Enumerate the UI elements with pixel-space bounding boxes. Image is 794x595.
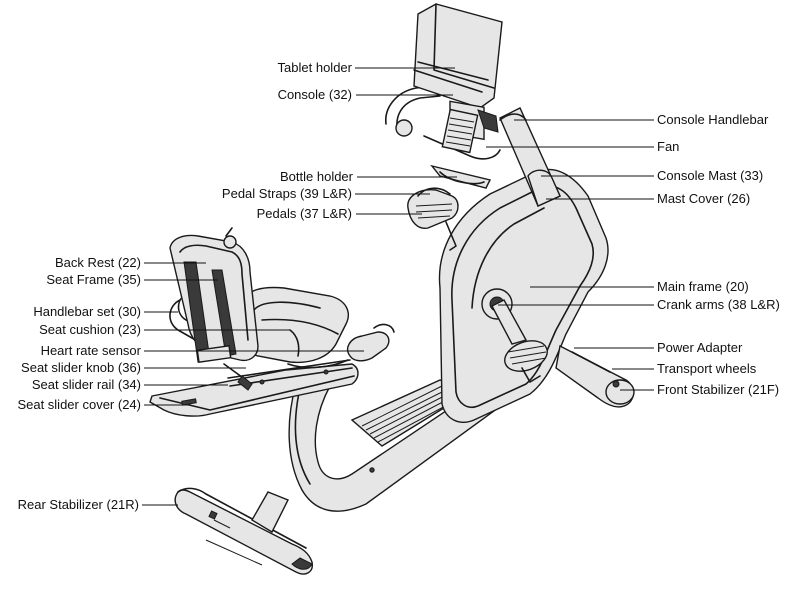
label-rear-stabilizer: Rear Stabilizer (21R): [18, 497, 139, 512]
label-back-rest: Back Rest (22): [55, 255, 141, 270]
label-tablet-holder: Tablet holder: [278, 60, 353, 75]
front-stabilizer-part: [555, 344, 635, 408]
label-heart-rate-sensor: Heart rate sensor: [41, 343, 142, 358]
main-frame-part: [438, 168, 609, 423]
label-pedals: Pedals (37 L&R): [257, 206, 352, 221]
label-seat-slider-cover: Seat slider cover (24): [17, 397, 141, 412]
seat-frame-part: [183, 261, 253, 391]
part-labels: Tablet holder Console (32) Bottle holder…: [17, 60, 779, 512]
label-transport-wheels: Transport wheels: [657, 361, 757, 376]
label-bottle-holder: Bottle holder: [280, 169, 354, 184]
label-seat-frame: Seat Frame (35): [46, 272, 141, 287]
label-seat-slider-rail: Seat slider rail (34): [32, 377, 141, 392]
rear-stabilizer-part: [174, 487, 313, 575]
bike-illustration: [149, 3, 635, 575]
label-seat-slider-knob: Seat slider knob (36): [21, 360, 141, 375]
label-crank-arms: Crank arms (38 L&R): [657, 297, 780, 312]
bottle-holder-part: [430, 164, 492, 189]
console-mast-part: [499, 107, 561, 207]
leader-lines: [142, 67, 654, 506]
label-console: Console (32): [278, 87, 352, 102]
label-console-handlebar: Console Handlebar: [657, 112, 769, 127]
label-console-mast: Console Mast (33): [657, 168, 763, 183]
seat-slider-cover-part: [149, 363, 359, 417]
back-rest-part: [169, 227, 259, 362]
label-front-stabilizer: Front Stabilizer (21F): [657, 382, 779, 397]
console-part: [413, 3, 503, 154]
label-mast-cover: Mast Cover (26): [657, 191, 750, 206]
label-fan: Fan: [657, 139, 679, 154]
label-pedal-straps: Pedal Straps (39 L&R): [222, 186, 352, 201]
label-handlebar-set: Handlebar set (30): [33, 304, 141, 319]
console-handlebar-part: [385, 85, 527, 160]
crank-arm-part: [491, 299, 548, 383]
label-main-frame: Main frame (20): [657, 279, 749, 294]
pedal-part: [407, 187, 459, 251]
label-seat-cushion: Seat cushion (23): [39, 322, 141, 337]
label-power-adapter: Power Adapter: [657, 340, 743, 355]
